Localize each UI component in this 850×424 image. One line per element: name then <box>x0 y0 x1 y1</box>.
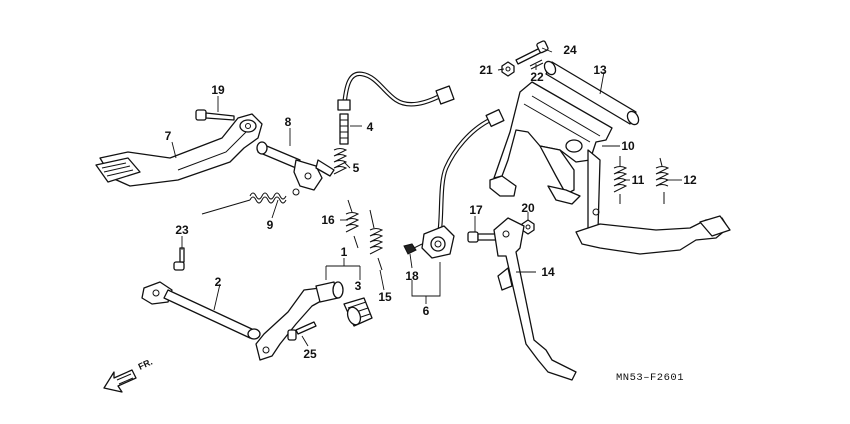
callout-2: 2 <box>215 275 222 289</box>
callout-5: 5 <box>353 161 360 175</box>
callout-3: 3 <box>355 279 362 293</box>
callout-4: 4 <box>367 120 374 134</box>
callout-25: 25 <box>303 347 317 361</box>
side-stand[interactable] <box>493 217 577 381</box>
shift-rubber-3[interactable] <box>343 297 373 327</box>
center-stand-pipe[interactable] <box>542 59 641 126</box>
side-stand-switch[interactable] <box>421 108 505 259</box>
brake-switch-cable[interactable] <box>333 71 455 175</box>
callout-12: 12 <box>683 173 697 187</box>
bolt-19[interactable] <box>195 109 235 121</box>
callout-17: 17 <box>469 203 483 217</box>
cotter-pin-22[interactable] <box>529 59 544 70</box>
callout-9: 9 <box>267 218 274 232</box>
diagram-code: MN53–F2601 <box>616 372 684 384</box>
callout-6: 6 <box>423 304 430 318</box>
spring-16[interactable] <box>345 199 360 249</box>
front-direction-label: FR. <box>137 357 154 372</box>
callout-21: 21 <box>479 63 493 77</box>
front-direction-arrow-icon <box>103 369 137 393</box>
screw-18[interactable] <box>403 243 423 255</box>
bolt-25[interactable] <box>287 321 317 341</box>
callout-8: 8 <box>285 115 292 129</box>
callout-22: 22 <box>530 70 544 84</box>
bolt-23[interactable] <box>173 247 185 271</box>
callout-16: 16 <box>321 213 335 227</box>
leader-lines <box>171 47 682 347</box>
brake-pedal[interactable] <box>95 113 263 187</box>
gearshift-lever[interactable] <box>255 281 344 361</box>
callout-19: 19 <box>211 83 225 97</box>
front-direction-indicator: FR. <box>103 357 154 393</box>
return-spring-9[interactable] <box>201 188 300 215</box>
callout-18: 18 <box>405 269 419 283</box>
callout-13: 13 <box>593 63 607 77</box>
spring-11[interactable] <box>613 156 628 204</box>
callout-14: 14 <box>541 265 555 279</box>
spring-15[interactable] <box>369 209 384 271</box>
shift-arm-shaft[interactable] <box>141 281 261 340</box>
callout-10: 10 <box>621 139 635 153</box>
bolt-17[interactable] <box>467 231 497 243</box>
callout-23-24: 24 <box>563 43 577 57</box>
callout-labels: 1 2 3 4 5 6 7 8 9 10 11 12 13 14 15 16 1… <box>165 43 697 361</box>
nut-21[interactable] <box>501 61 515 77</box>
callout-11: 11 <box>632 173 645 187</box>
pivot-shaft[interactable] <box>256 141 335 191</box>
main-stand[interactable] <box>489 81 731 255</box>
callout-15: 15 <box>378 290 392 304</box>
callout-7: 7 <box>165 129 172 143</box>
spring-12[interactable] <box>655 157 670 204</box>
callout-20: 20 <box>521 201 535 215</box>
callout-23: 23 <box>175 223 189 237</box>
bolt-24[interactable] <box>515 40 549 65</box>
callout-1: 1 <box>341 245 348 259</box>
